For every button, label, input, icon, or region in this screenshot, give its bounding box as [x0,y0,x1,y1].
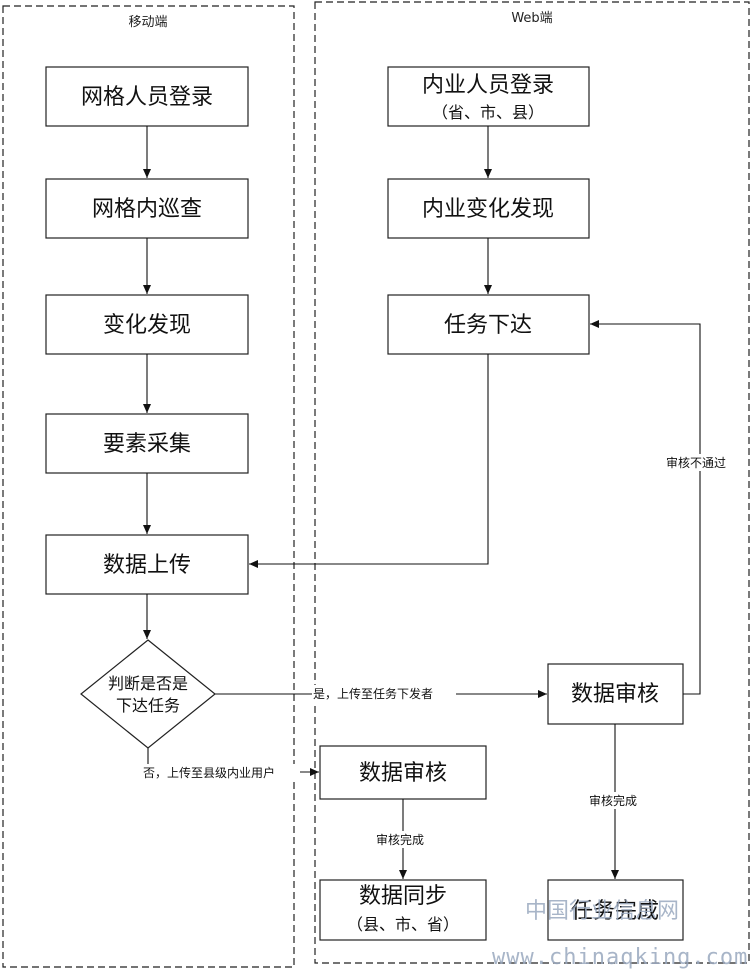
node-grid-patrol: 网格内巡查 [45,178,249,239]
mobile-lane-title: 移动端 [128,15,167,30]
mobile-lane [2,5,295,968]
edge-label-review-done-right: 审核完成 [589,793,637,808]
edge-task-upload [249,354,489,568]
web-lane [314,1,750,964]
node-task-issue: 任务下达 [387,294,590,355]
svg-text:（县、市、省）: （县、市、省） [347,915,459,934]
svg-text:数据审核: 数据审核 [359,761,447,786]
node-decision: 判断是否是 下达任务 [80,639,216,749]
svg-text:网格内巡查: 网格内巡查 [92,197,202,222]
svg-text:数据上传: 数据上传 [103,553,191,578]
node-grid-login: 网格人员登录 [45,66,249,127]
node-review-right: 数据审核 [547,663,684,725]
node-feature-collect: 要素采集 [45,413,249,474]
edge-label-review-fail: 审核不通过 [666,455,726,470]
web-lane-title: Web端 [511,11,552,26]
edge-label-review-done-mid: 审核完成 [376,832,424,847]
svg-text:下达任务: 下达任务 [116,696,180,715]
node-office-change: 内业变化发现 [387,178,590,239]
edge-label-no: 否，上传至县级内业用户 [143,765,275,780]
svg-text:判断是否是: 判断是否是 [108,674,188,693]
node-task-done: 任务完成 [547,879,684,941]
node-change-found: 变化发现 [45,294,249,355]
watermark-title: 中国行业信息网 [525,899,679,924]
watermark-url: www.chinaqking.com [492,945,748,970]
svg-text:要素采集: 要素采集 [103,432,191,457]
svg-text:内业人员登录: 内业人员登录 [422,73,554,98]
node-office-login: 内业人员登录 （省、市、县） [387,66,590,127]
svg-text:内业变化发现: 内业变化发现 [422,197,554,222]
node-data-upload: 数据上传 [45,534,249,595]
edge-review-fail [590,320,701,695]
svg-text:任务完成: 任务完成 [571,899,659,924]
svg-text:变化发现: 变化发现 [103,313,191,338]
node-review-mid: 数据审核 [319,745,487,800]
svg-text:数据审核: 数据审核 [571,682,659,707]
svg-text:数据同步: 数据同步 [359,884,447,909]
node-data-sync: 数据同步 （县、市、省） [319,879,487,941]
svg-text:网格人员登录: 网格人员登录 [81,85,213,110]
edge-label-yes: 是，上传至任务下发者 [313,686,433,701]
svg-text:（省、市、县）: （省、市、县） [432,103,544,122]
svg-text:任务下达: 任务下达 [444,313,532,338]
